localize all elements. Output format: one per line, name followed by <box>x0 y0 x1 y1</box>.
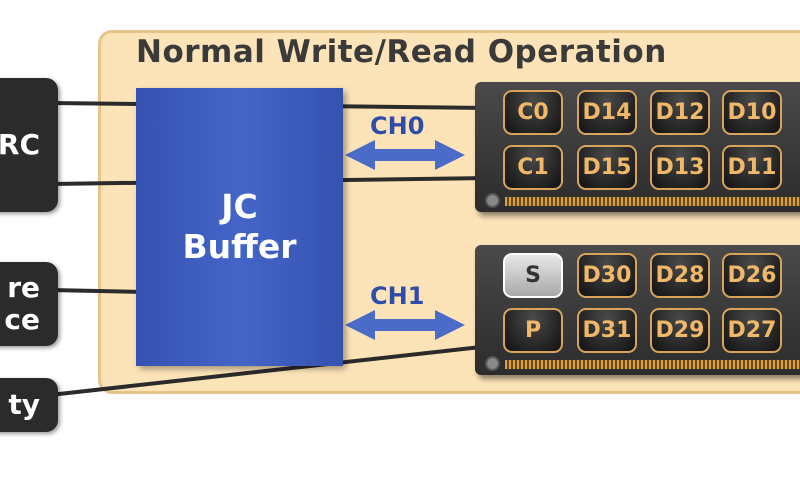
memory-chip: D27 <box>722 308 782 353</box>
label-text: ty <box>8 388 40 421</box>
label-box-ecc: RC <box>0 78 58 212</box>
memory-chip: D31 <box>577 308 637 353</box>
ch1-arrow-icon <box>345 310 465 340</box>
channel-label-ch1: CH1 <box>370 282 425 310</box>
memory-chip: D15 <box>577 145 637 190</box>
diagram-title: Normal Write/Read Operation <box>136 34 667 70</box>
label-box-spare: re ce <box>0 262 58 346</box>
label-text: ce <box>4 303 40 336</box>
memory-chip: D28 <box>650 253 710 298</box>
label-text: re <box>7 271 40 304</box>
label-text: RC <box>0 128 40 161</box>
spare-chip: S <box>503 253 563 298</box>
mount-hole-icon <box>485 193 500 208</box>
dimm-pins <box>505 197 800 206</box>
memory-chip: D12 <box>650 90 710 135</box>
memory-chip: D11 <box>722 145 782 190</box>
channel-label-ch0: CH0 <box>370 112 425 140</box>
memory-chip: D13 <box>650 145 710 190</box>
dimm-ch0: C0 D14 D12 D10 C1 D15 D13 D11 <box>475 82 800 212</box>
memory-chip: C0 <box>503 90 563 135</box>
memory-chip: D26 <box>722 253 782 298</box>
jc-buffer: JC Buffer <box>136 88 343 366</box>
memory-chip: D29 <box>650 308 710 353</box>
buffer-label: Buffer <box>182 227 297 266</box>
dimm-ch1: S D30 D28 D26 P D31 D29 D27 <box>475 245 800 375</box>
mount-hole-icon <box>485 356 500 371</box>
memory-chip: C1 <box>503 145 563 190</box>
buffer-label: JC <box>221 187 258 226</box>
parity-chip: P <box>503 308 563 353</box>
ch0-arrow-icon <box>345 140 465 170</box>
label-box-parity: ty <box>0 378 58 432</box>
memory-chip: D10 <box>722 90 782 135</box>
memory-chip: D14 <box>577 90 637 135</box>
memory-chip: D30 <box>577 253 637 298</box>
dimm-pins <box>505 360 800 369</box>
